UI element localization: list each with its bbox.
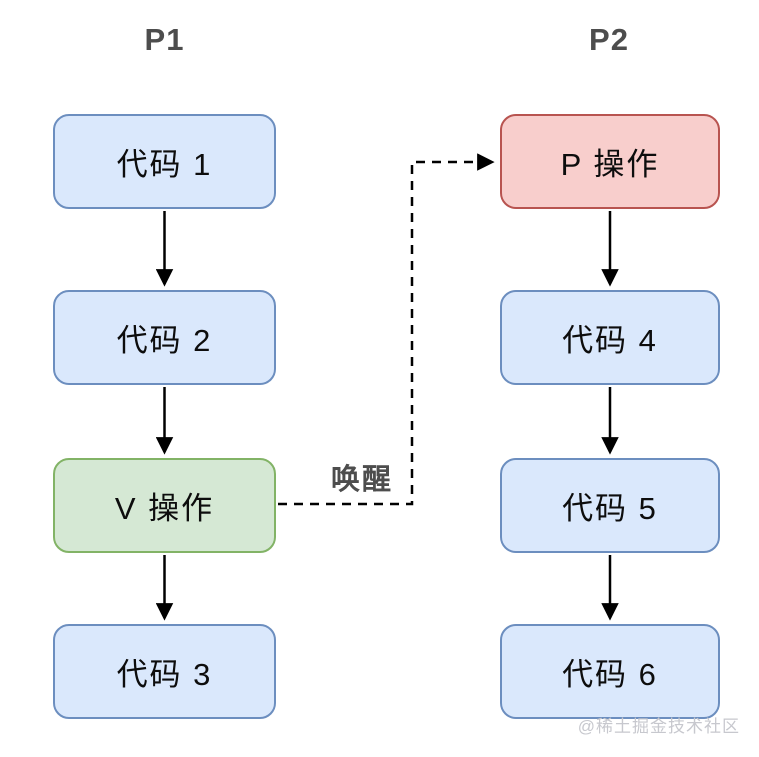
node-code-4: 代码 4 [500,290,720,385]
process-title-p1: P1 [144,22,185,57]
node-code-1: 代码 1 [53,114,276,209]
node-code-3: 代码 3 [53,624,276,719]
wake-edge-label: 唤醒 [330,464,393,496]
node-v-operation: V 操作 [53,458,276,553]
process-title-p2: P2 [589,22,629,57]
node-code-2: 代码 2 [53,290,276,385]
node-code-5: 代码 5 [500,458,720,553]
watermark-text: @稀土掘金技术社区 [577,717,740,736]
wake-dashed-arrow [278,153,495,506]
node-p-operation: P 操作 [500,114,720,209]
node-code-6: 代码 6 [500,624,720,719]
